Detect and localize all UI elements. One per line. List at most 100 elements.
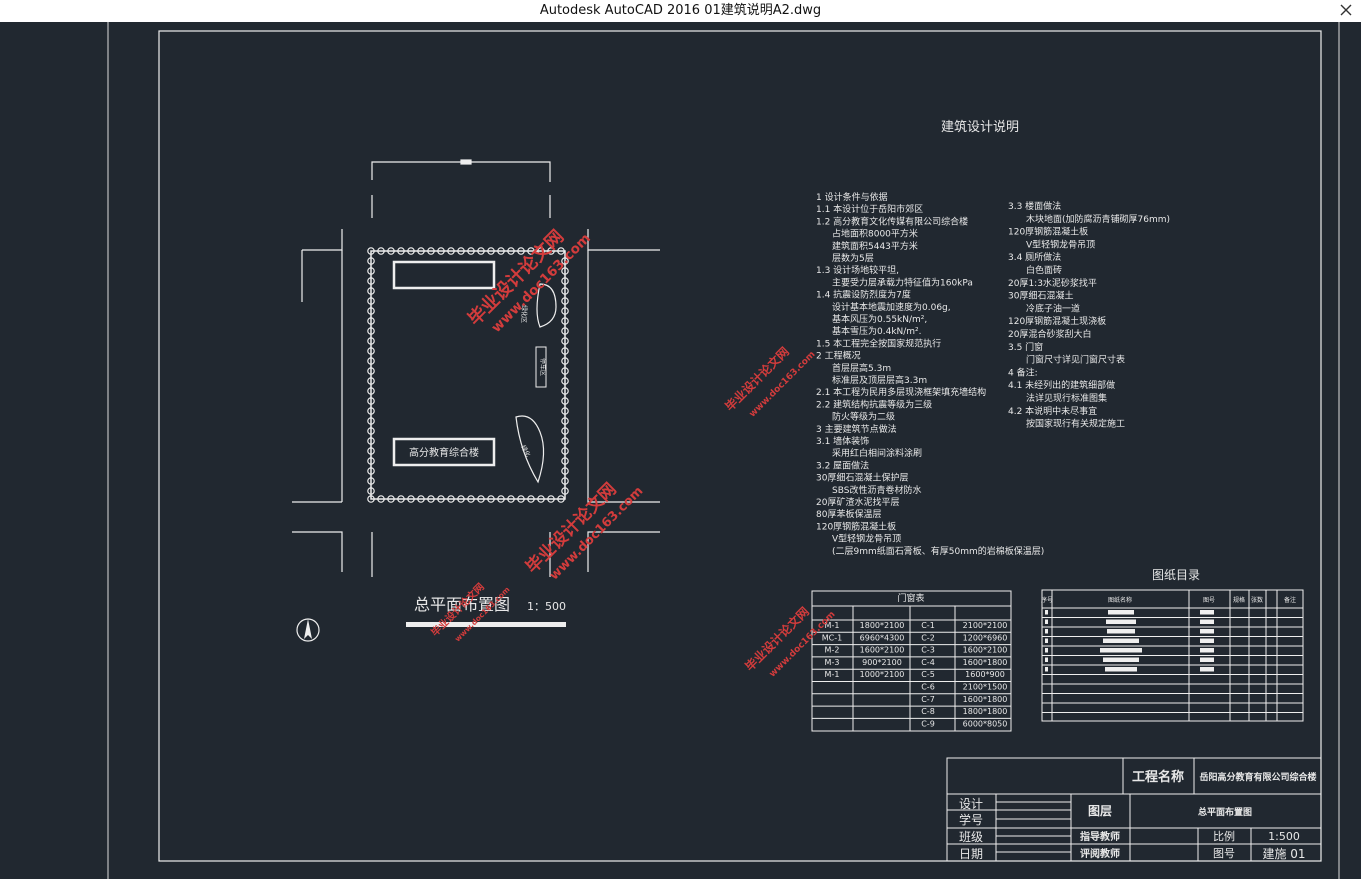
scale-value: 1:500 — [1268, 830, 1300, 843]
tree-icon — [561, 347, 569, 355]
door-table-cell: 6000*8050 — [963, 719, 1008, 728]
note-line: 基本雪压为0.4kN/m². — [832, 325, 922, 337]
note-line: 2 工程概况 — [816, 350, 861, 362]
tree-icon — [517, 247, 525, 255]
note-line: 首层层高5.3m — [832, 362, 891, 374]
door-table-cell: 1600*1800 — [963, 658, 1008, 667]
tree-row — [367, 247, 569, 503]
door-table-cell: C-9 — [921, 719, 935, 728]
index-entry-bar — [1200, 610, 1214, 615]
tree-icon — [561, 287, 569, 295]
index-entry-bar — [1200, 657, 1214, 662]
note-line: 3.5 门窗 — [1008, 341, 1043, 353]
note-line: 法详见现行标准图集 — [1026, 392, 1107, 404]
tree-icon — [367, 495, 375, 503]
tree-icon — [497, 495, 505, 503]
index-entry-bar — [1200, 648, 1214, 653]
tree-icon — [561, 397, 569, 405]
green-label: 绿化区 — [520, 305, 528, 323]
tree-icon — [367, 257, 375, 265]
tree-icon — [507, 495, 515, 503]
drawing-canvas[interactable]: 高分教育综合楼 绿化区 停车区 绿化 总平面布置图 1：500 建筑设计说明 1… — [0, 22, 1361, 879]
tree-icon — [557, 247, 565, 255]
note-line: 1.5 本工程完全按国家规范执行 — [816, 337, 941, 349]
door-window-table — [811, 590, 1012, 732]
door-table-cell: M-3 — [825, 658, 840, 667]
note-line: 防火等级为二级 — [832, 411, 895, 423]
tree-icon — [561, 317, 569, 325]
door-table-cell: 1800*1800 — [963, 707, 1008, 716]
door-table-cell: C-2 — [921, 633, 935, 642]
door-table-cell: C-7 — [921, 695, 935, 704]
door-table-cell: M-2 — [825, 646, 840, 655]
note-line: 采用红白相间涂料涂刷 — [832, 447, 922, 459]
index-entry-bar — [1105, 667, 1137, 672]
tree-icon — [367, 397, 375, 405]
tree-icon — [387, 495, 395, 503]
note-line: 1.2 高分教育文化传媒有限公司综合楼 — [816, 215, 968, 227]
layer-label: 图层 — [1088, 804, 1112, 818]
drawing-index-entries — [1045, 610, 1214, 672]
tree-icon — [367, 347, 375, 355]
tree-icon — [537, 495, 545, 503]
tree-icon — [561, 457, 569, 465]
tree-icon — [367, 437, 375, 445]
tree-icon — [367, 467, 375, 475]
tree-icon — [527, 247, 535, 255]
tree-icon — [561, 477, 569, 485]
tree-icon — [367, 367, 375, 375]
note-line: 20厚矿渣水泥找平层 — [816, 496, 899, 508]
watermarks: 毕业设计论文网www.doc163.com毕业设计论文网www.doc163.c… — [428, 225, 837, 679]
index-entry-bar — [1045, 610, 1048, 615]
tree-icon — [427, 247, 435, 255]
tree-icon — [387, 247, 395, 255]
index-header: 规格 — [1233, 596, 1245, 604]
note-line: 3.4 厕所做法 — [1008, 251, 1061, 263]
tree-icon — [367, 327, 375, 335]
tree-icon — [367, 277, 375, 285]
window-title: Autodesk AutoCAD 2016 01建筑说明A2.dwg — [539, 3, 822, 18]
note-line: 门窗尺寸详见门窗尺寸表 — [1026, 354, 1125, 366]
tree-icon — [367, 297, 375, 305]
tree-icon — [561, 337, 569, 345]
tree-icon — [561, 377, 569, 385]
tree-icon — [367, 457, 375, 465]
index-entry-bar — [1100, 648, 1142, 653]
door-table-cell: 2100*2100 — [963, 621, 1008, 630]
tree-icon — [467, 247, 475, 255]
tree-icon — [561, 407, 569, 415]
door-table-cell: 1200*6960 — [963, 633, 1008, 642]
drawing-frame — [158, 30, 1322, 862]
note-line: 设计基本地震加速度为0.06g, — [832, 301, 951, 313]
close-icon[interactable] — [1337, 1, 1355, 19]
parking-label: 停车区 — [539, 358, 547, 376]
tree-icon — [561, 387, 569, 395]
note-line: 2.2 建筑结构抗震等级为三级 — [816, 398, 932, 410]
tree-icon — [367, 267, 375, 275]
door-table-cell: 2100*1500 — [963, 683, 1008, 692]
note-line: 30厚细石混凝土 — [1008, 290, 1073, 302]
tree-icon — [367, 477, 375, 485]
sheet-value: 建施 01 — [1262, 847, 1305, 861]
note-line: 1.1 本设计位于岳阳市郊区 — [816, 203, 923, 215]
note-line: 3.1 墙体装饰 — [816, 435, 869, 447]
index-header: 备注 — [1284, 596, 1296, 604]
tree-icon — [367, 407, 375, 415]
project-value: 岳阳高分教育有限公司综合楼 — [1199, 771, 1316, 783]
site-plan — [292, 159, 660, 577]
note-line: 木块地面(加防腐沥青铺砌厚76mm) — [1026, 213, 1170, 225]
tree-icon — [467, 495, 475, 503]
tree-icon — [367, 317, 375, 325]
tree-icon — [561, 357, 569, 365]
drawing-index-title: 图纸目录 — [1152, 568, 1200, 582]
reviewer-label: 评阅教师 — [1080, 847, 1120, 860]
tree-icon — [367, 247, 375, 255]
tree-icon — [427, 495, 435, 503]
sheet-label: 图号 — [1213, 847, 1235, 860]
door-table-cell: 1600*1800 — [963, 695, 1008, 704]
tree-icon — [561, 427, 569, 435]
tree-icon — [417, 495, 425, 503]
note-line: 120厚钢筋混凝土现浇板 — [1008, 315, 1106, 327]
tree-icon — [561, 327, 569, 335]
